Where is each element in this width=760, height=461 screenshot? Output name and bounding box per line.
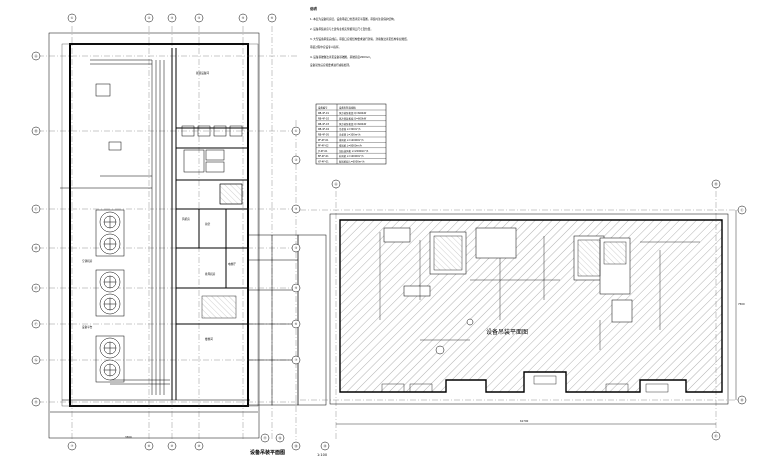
- grid-bubbles-bottom: [67, 433, 330, 451]
- note-line-3: 3. 大型设备吊装完成后，吊装口应按结构要求进行封堵，封堵做法详见结构专业图纸。: [310, 37, 409, 41]
- note-line-5: 4. 设备基础做法详见设备基础图，基础高度200mm。: [310, 55, 373, 59]
- legend-row-name: 风冷热泵机组 Q=600kW: [339, 116, 367, 120]
- legend-row-code: PF-4F-01: [318, 139, 329, 142]
- grid-top-1: ①: [71, 16, 74, 20]
- legend-row-name: 风冷热泵机组 Q=600kW: [339, 122, 367, 126]
- grid-right-4: Ⓓ: [740, 397, 743, 402]
- room-label-r8: 设备平台: [82, 325, 93, 329]
- grid-right-5: Ⓔ: [714, 433, 717, 438]
- left-building: 屋顶设备间 风机房 前室 电梯厅 排风机房 楼梯间 空调机房 设备平台 3300: [38, 26, 327, 440]
- legend-row-code: PF-4F-02: [318, 144, 329, 147]
- right-plan-label: 设备吊装平面图: [486, 328, 528, 336]
- note-line-6: 设备就位后应按要求进行减振处理。: [310, 63, 352, 67]
- room-label-r2: 风机房: [182, 217, 190, 221]
- grid-left-e: Ⓔ: [34, 285, 37, 290]
- grid-bubbles-mid: [291, 126, 301, 365]
- room-label-r4: 电梯厅: [228, 262, 236, 266]
- grid-left-d: Ⓓ: [34, 245, 37, 250]
- legend-row-code: JY-4F-01: [317, 150, 328, 153]
- right-plan: 61700 7500: [300, 180, 748, 440]
- grid-bottom-3: ⑨: [171, 444, 174, 448]
- grid-right-3: Ⓒ: [740, 207, 743, 212]
- notes-heading: 说明: [310, 6, 317, 11]
- grid-mid-6: ⑥: [295, 322, 298, 326]
- grid-left-h: Ⓗ: [34, 399, 37, 404]
- grid-mid-3: ③: [295, 207, 298, 211]
- legend-row-name: 排风机 L=12000m³/h: [339, 138, 364, 142]
- dim-right-side: 7500: [738, 302, 745, 306]
- drawing-scale: 1:100: [317, 453, 328, 457]
- legend-row-name: 冷却塔 L=300m³/h: [339, 133, 361, 137]
- legend-row-code: RB-4F-05: [318, 134, 329, 137]
- grid-left-b: Ⓑ: [34, 128, 37, 133]
- grid-bubbles-left: [31, 51, 41, 407]
- note-line-4: 吊装过程中应设专人指挥。: [310, 45, 341, 49]
- legend-row-code: RB-4F-03: [318, 123, 329, 126]
- legend-row-code: BF-4F-01: [318, 155, 329, 158]
- grid-bottom-7: ⑬: [294, 443, 297, 448]
- legend-row-code: RB-4F-04: [318, 128, 329, 131]
- legend-row-name: 风冷热泵机组 Q=600kW: [339, 111, 367, 115]
- fan-units: [95, 209, 125, 383]
- grid-top-2: ②: [148, 16, 151, 20]
- grid-mid-1: ①: [295, 129, 298, 133]
- legend-row-name: 新风机组 L=6000m³/h: [339, 160, 365, 164]
- equipment-legend-table: 设备编号 设备名称及规格 RB-4F-01 风冷热泵机组 Q=600kW RB-4F-0…: [315, 103, 387, 165]
- legend-header-code: 设备编号: [318, 105, 328, 109]
- grid-mid-4: ④: [295, 246, 298, 250]
- grid-top-3: ③: [171, 16, 174, 20]
- notes-block: 说明 1. 本层为设备机房层，设备吊装口位置详见平面图，吊装时注意保护结构。 2…: [310, 6, 409, 67]
- grid-left-a: Ⓐ: [34, 53, 37, 58]
- grid-top-4: ④: [198, 16, 201, 20]
- grid-left-c: Ⓒ: [34, 206, 37, 211]
- grid-bottom-1: ⑦: [71, 444, 74, 448]
- grid-bottom-6: ⑫: [278, 435, 281, 440]
- grid-mid-7: ⑦: [295, 358, 298, 362]
- grid-left-g: Ⓖ: [34, 357, 37, 362]
- legend-row-code: RB-4F-02: [318, 117, 329, 120]
- grid-bottom-5: ⑪: [263, 435, 266, 440]
- legend-row-code: RB-4F-01: [318, 112, 329, 115]
- room-label-r5: 排风机房: [205, 272, 216, 276]
- grid-bubbles-top: [67, 13, 277, 23]
- legend-header-name: 设备名称及规格: [339, 105, 356, 109]
- drawing-title: 设备吊装平面图: [250, 450, 286, 456]
- note-line-1: 1. 本层为设备机房层，设备吊装口位置详见平面图，吊装时注意保护结构。: [310, 17, 396, 21]
- grid-bottom-8: ⑭: [323, 443, 326, 448]
- grid-bottom-2: ⑧: [148, 444, 151, 448]
- legend-row-code: XF-4F-01: [318, 161, 329, 164]
- note-line-2: 2. 设备吊装前应与土建专业核实预留洞口尺寸及位置。: [310, 27, 373, 31]
- dim-right-bottom: 61700: [520, 419, 529, 423]
- room-label-r7: 空调机房: [82, 259, 93, 263]
- grid-bubbles-right: [331, 179, 747, 441]
- grid-mid-5: ⑤: [295, 286, 298, 290]
- legend-row-name: 加压送风机 L=20000m³/h: [339, 149, 369, 153]
- grid-bottom-4: ⑩: [198, 444, 201, 448]
- room-label-r3: 前室: [205, 222, 211, 226]
- grid-right-2: Ⓑ: [714, 181, 717, 186]
- grid-left-f: Ⓕ: [34, 321, 37, 326]
- grid-top-5: ⑤: [242, 16, 245, 20]
- dim-left-bottom: 3300: [125, 435, 132, 439]
- legend-row-name: 冷却塔 L=300m³/h: [339, 127, 361, 131]
- legend-row-name: 排风机 L=8000m³/h: [339, 143, 362, 147]
- grid-top-6: ⑥: [271, 16, 274, 20]
- room-label-r1: 屋顶设备间: [196, 71, 209, 75]
- grid-mid-2: ②: [295, 158, 298, 162]
- room-label-r6: 楼梯间: [205, 337, 213, 341]
- legend-row-name: 补风机 L=10000m³/h: [339, 154, 364, 158]
- grid-right-1: Ⓐ: [334, 181, 337, 186]
